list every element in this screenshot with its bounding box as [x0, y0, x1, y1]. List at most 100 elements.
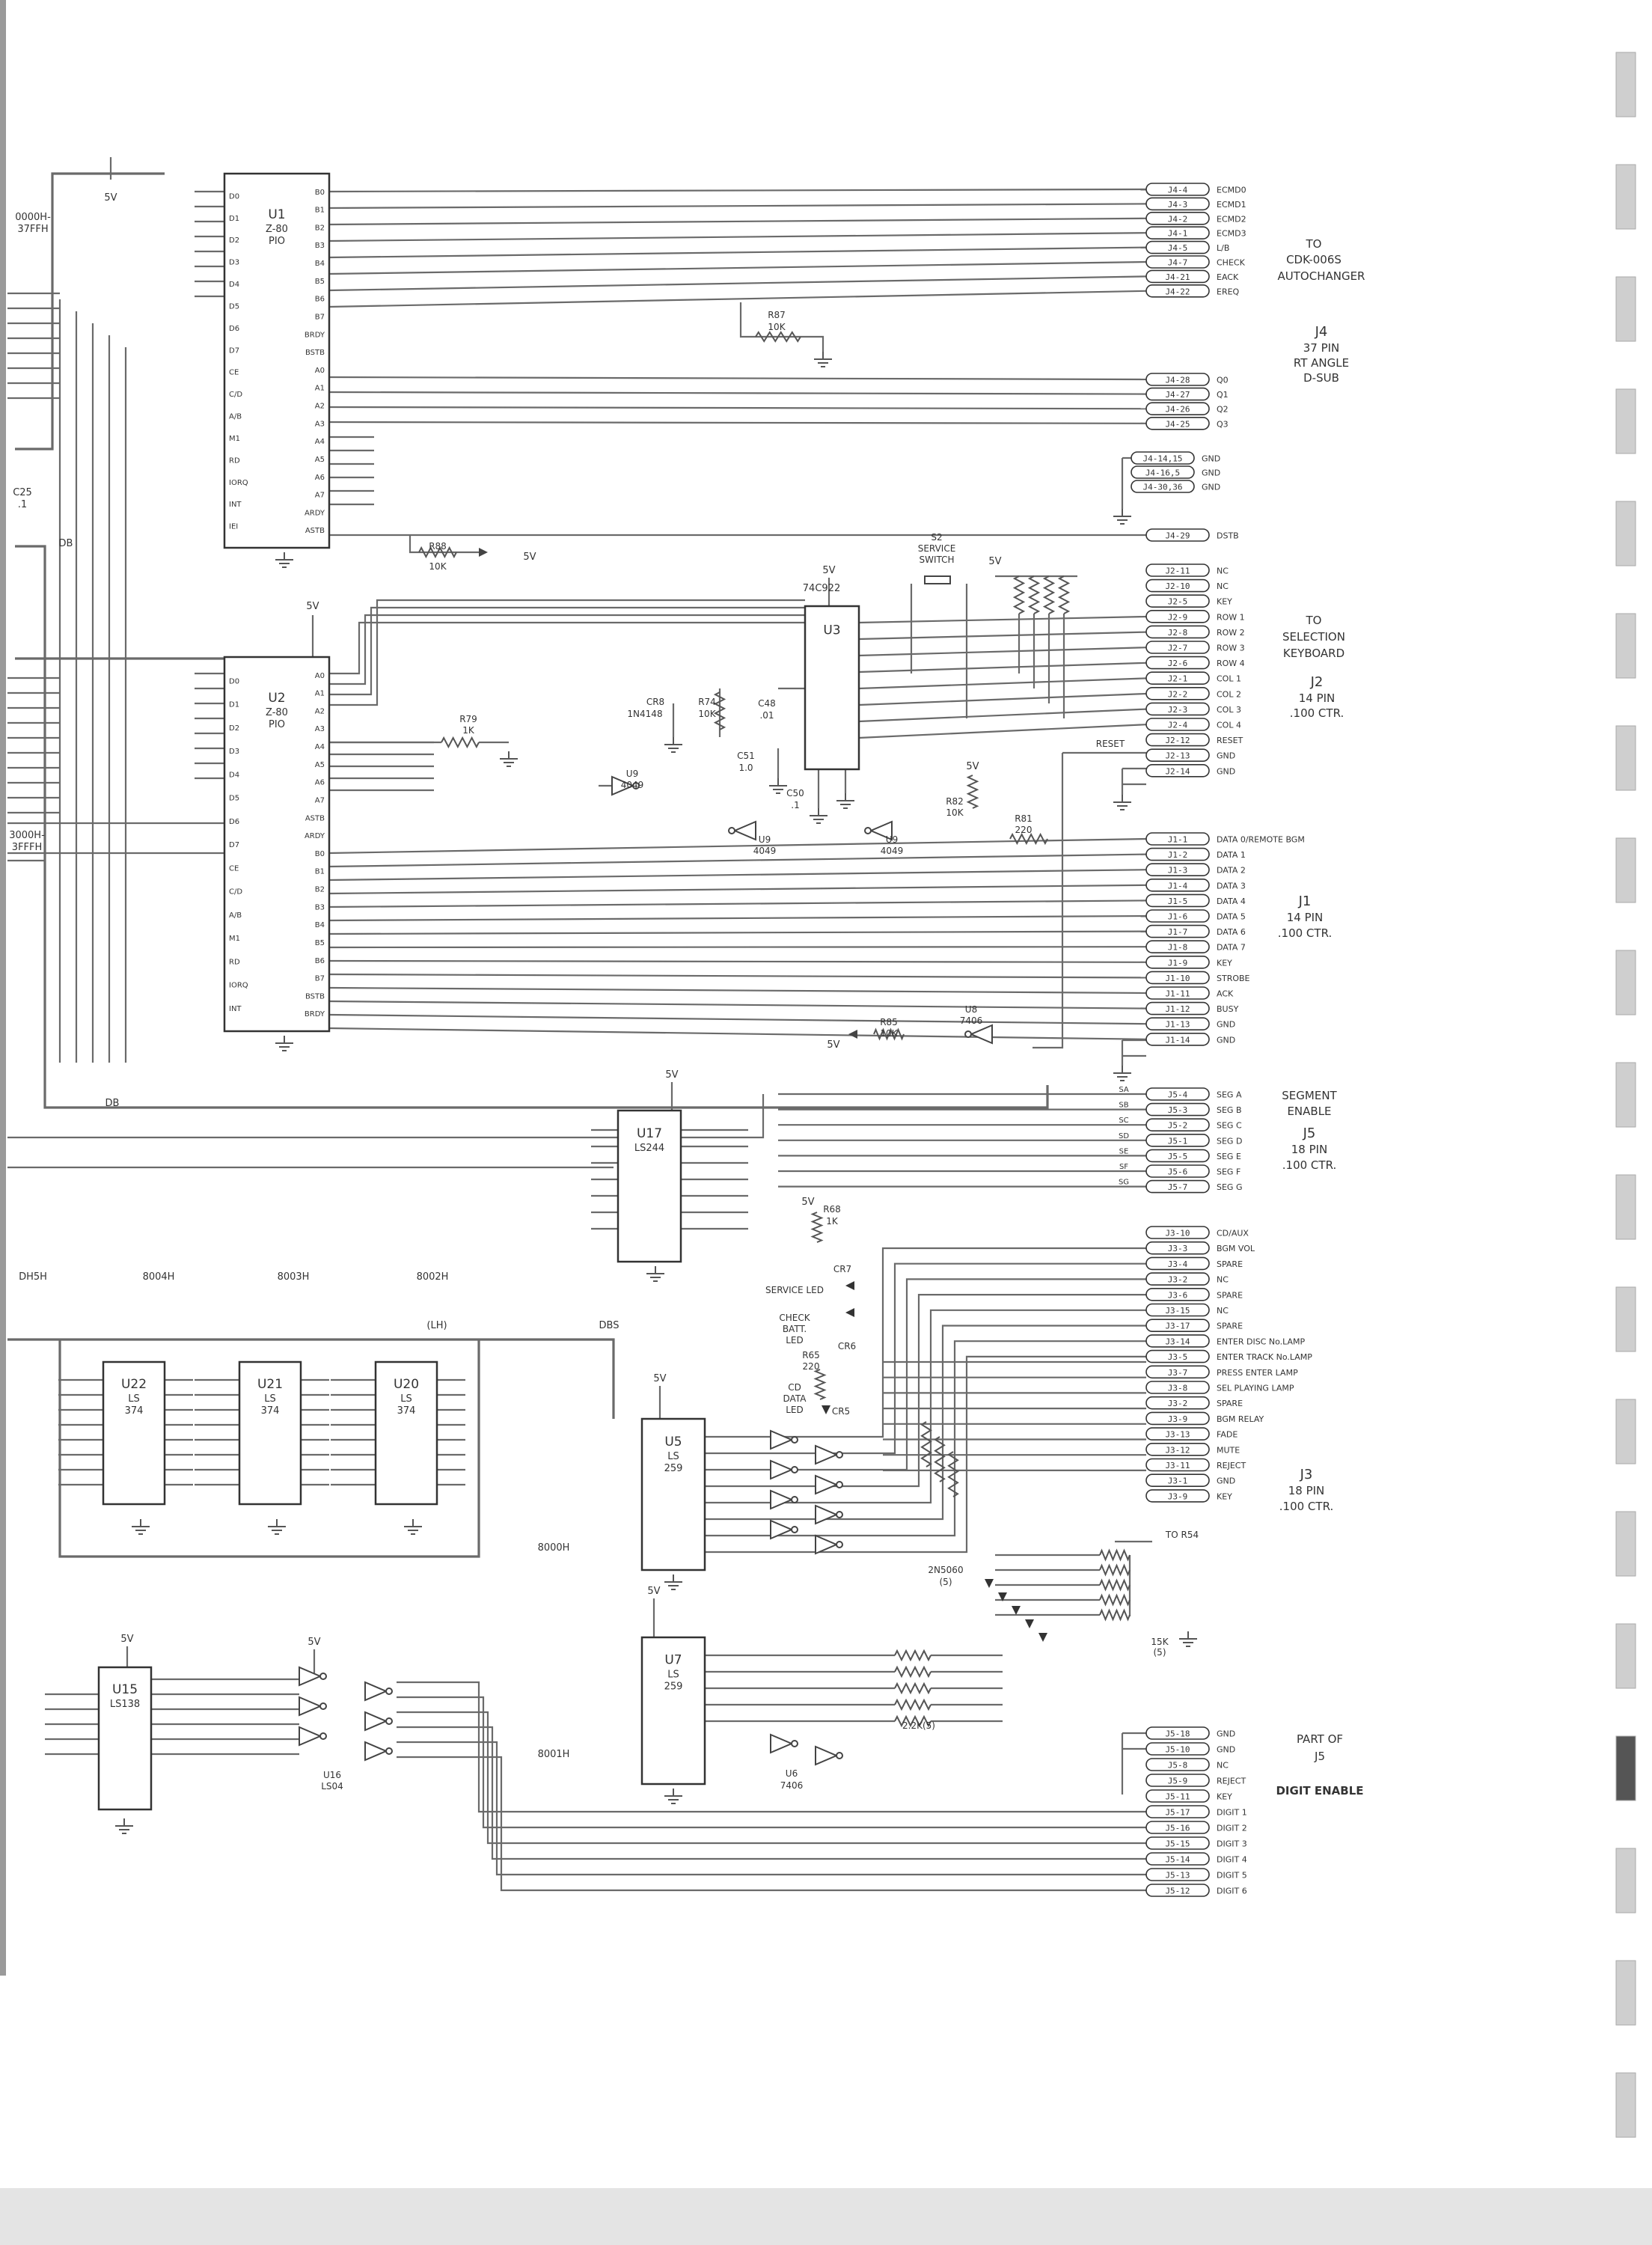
inverter-u6 — [770, 1489, 798, 1510]
j5-seg-pins-pin-signal: SEG G — [1217, 1182, 1242, 1192]
j1-pins-pin-box — [1145, 924, 1210, 938]
resistor-r5x — [894, 1665, 931, 1679]
r79-ground — [500, 751, 518, 767]
inverter-body — [770, 1733, 794, 1754]
j2-pins-pin-signal: GND — [1217, 751, 1235, 761]
j4-top-pins-pin-signal: EACK — [1217, 272, 1239, 282]
inverter-bubble — [319, 1732, 327, 1740]
inverter-u6 — [770, 1519, 798, 1540]
j4-top-pins-pin-id: J4-22 — [1165, 287, 1190, 296]
chip-u2-pin-label: ARDY — [305, 832, 325, 840]
u2-portb-wire — [328, 930, 1147, 935]
j3-pins-pin-box — [1145, 1334, 1210, 1348]
c51-ref: C51 — [737, 751, 755, 761]
j5-seg-pins-net: SC — [1119, 1117, 1128, 1125]
inverter-bubble — [791, 1526, 798, 1533]
chip-u2-pin-label: CE — [229, 864, 239, 873]
u1-porta-wire — [328, 421, 1147, 424]
u9c-type: 4049 — [881, 846, 904, 856]
j5-seg-pins-pin-box — [1145, 1118, 1210, 1131]
j5-seg-pins-pin-id: J5-7 — [1168, 1182, 1188, 1192]
u3-key-wire — [858, 647, 1147, 657]
u16-ref: U16 — [323, 1770, 341, 1780]
u2-portb-wire — [328, 869, 1147, 882]
u3-key-wire — [858, 677, 1147, 690]
j1-pins-pin-signal: DATA 4 — [1217, 897, 1246, 906]
c50-ground — [810, 808, 827, 824]
chip-u1-pin-label: A0 — [315, 367, 325, 375]
chip-u1-pin-label: D7 — [229, 346, 239, 355]
j4-top-pins-pin-box — [1145, 284, 1210, 298]
inverter-bubble — [836, 1481, 843, 1488]
j3-pins-pin-id: J3-7 — [1168, 1368, 1188, 1378]
j4-dstb-pin-pin-signal: DSTB — [1217, 531, 1239, 541]
inverter-bubble — [864, 827, 872, 834]
j4-top-pins-pin-signal: CHECK — [1217, 258, 1246, 268]
j5-digit-pins-pin-signal: KEY — [1217, 1792, 1232, 1802]
u3-ground — [836, 793, 854, 809]
arrow-triangle — [479, 548, 488, 557]
j2-note-1: TO — [1306, 614, 1322, 627]
j5-seg-pins-pin-box — [1145, 1134, 1210, 1147]
chip-u1-pin-label: IORQ — [229, 479, 248, 487]
binder-tab — [1615, 1511, 1636, 1577]
j5-seg-pins-pin-box — [1145, 1164, 1210, 1178]
j2-pins-pin-id: J2-2 — [1168, 689, 1188, 699]
j1-pins-pin-box — [1145, 894, 1210, 908]
seg-bus — [7, 1094, 765, 1139]
j4-name: J4 — [1315, 324, 1328, 340]
j4-gnd-pins-pin-box — [1131, 451, 1195, 465]
u1-portb-wire — [328, 188, 1147, 193]
j5-digit-pins-pin-signal: GND — [1217, 1745, 1235, 1755]
inverter-bubble — [964, 1030, 972, 1038]
j5-digit-pins-pin-box — [1145, 1821, 1210, 1834]
j3-pins-pin-signal: NC — [1217, 1306, 1229, 1316]
resistor-zigzag — [966, 775, 979, 809]
j1-pins-pin-box — [1145, 832, 1210, 846]
chip-u2-pin-label: INT — [229, 1005, 242, 1013]
chip-u15-type: LS138 — [110, 1699, 140, 1710]
chip-u1-pin-label: RD — [229, 456, 240, 465]
j3-pins-pin-signal: FADE — [1217, 1430, 1238, 1440]
inverter-u8b — [770, 1733, 798, 1754]
binder-tab — [1615, 1960, 1636, 2026]
chip-u1-sub: PIO — [269, 236, 285, 247]
chip-u3: U3 — [804, 605, 860, 771]
inverter-body — [969, 1024, 993, 1045]
j1-pins-pin-signal: GND — [1217, 1020, 1235, 1030]
j4-q-pins-pin-signal: Q3 — [1217, 419, 1229, 429]
u3-key-wire — [858, 631, 1147, 641]
j3-pins-pin-signal: MUTE — [1217, 1445, 1240, 1455]
j1-pins-pin-box — [1145, 971, 1210, 985]
resistor-r70 — [920, 1421, 932, 1467]
j2-pins-pin-signal: GND — [1217, 766, 1235, 776]
c51-ground — [769, 778, 787, 794]
u15-ground — [115, 1818, 133, 1834]
chip-u17-type: LS244 — [634, 1143, 664, 1154]
j5-digit-pins-pin-id: J5-17 — [1165, 1808, 1190, 1818]
binder-tab — [1615, 1848, 1636, 1913]
j2-pins-pin-id: J2-4 — [1168, 721, 1188, 730]
j5-seg-notes: SEGMENT ENABLE J5 18 PIN .100 CTR. — [1282, 1089, 1337, 1172]
j5-seg-pins-pin-id: J5-2 — [1168, 1121, 1188, 1131]
j2-spec-1: 14 PIN — [1299, 691, 1336, 705]
j2-notes: TO SELECTION KEYBOARD J2 14 PIN .100 CTR… — [1282, 614, 1345, 720]
chip-u2-pin-label: A3 — [315, 725, 325, 733]
j5-digit-pins-pin-signal: DIGIT 4 — [1217, 1855, 1247, 1865]
j2-pins-pin-box — [1145, 625, 1210, 639]
j3-pins-pin-box — [1145, 1303, 1210, 1317]
j2-pins-pin-signal: RESET — [1217, 736, 1243, 745]
u2-portb-wire — [328, 986, 1147, 995]
chip-u21-body — [238, 1360, 302, 1506]
j3-pins-pin-box — [1145, 1319, 1210, 1332]
chip-u2-pin-label: A6 — [315, 779, 325, 787]
addr-37ff: 37FFH — [17, 224, 48, 235]
resistor-zigzag — [894, 1682, 931, 1695]
binder-tab — [1615, 613, 1636, 679]
j1-pins-pin-signal: DATA 2 — [1217, 866, 1246, 876]
chip-u2-pin-label: D7 — [229, 841, 239, 849]
j5-digit-pins-pin-id: J5-14 — [1165, 1855, 1190, 1865]
chip-u2-pin-label: B2 — [315, 886, 325, 894]
